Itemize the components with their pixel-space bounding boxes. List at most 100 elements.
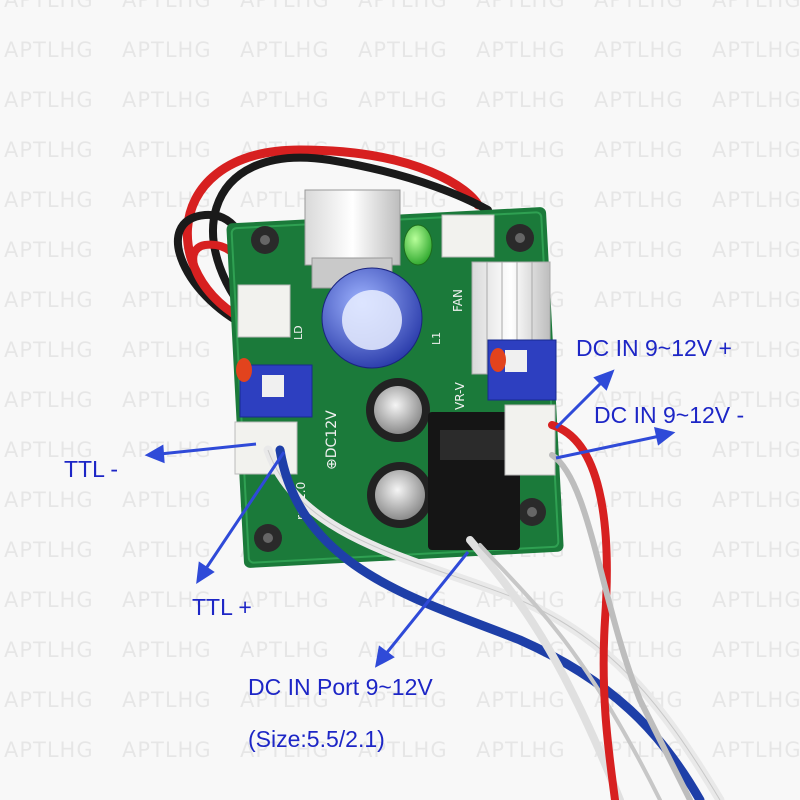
watermark-text: APTLHG: [712, 538, 800, 562]
label-dc-port: DC IN Port 9~12V: [248, 674, 433, 700]
watermark-text: APTLHG: [122, 138, 212, 162]
silkscreen-dc12v: ⊕DC12V: [324, 410, 340, 470]
watermark-text: APTLHG: [4, 38, 94, 62]
silkscreen-vr-v: VR-V: [453, 381, 467, 410]
red-led-left: [236, 358, 252, 382]
watermark-text: APTLHG: [594, 338, 684, 362]
watermark-text: APTLHG: [4, 638, 94, 662]
watermark-text: APTLHG: [594, 388, 684, 412]
watermark-text: APTLHG: [240, 738, 330, 762]
watermark-text: APTLHG: [4, 688, 94, 712]
watermark-text: APTLHG: [4, 388, 94, 412]
ld-connector: [237, 284, 291, 338]
watermark-text: APTLHG: [122, 338, 212, 362]
watermark-text: APTLHG: [712, 738, 800, 762]
watermark-text: APTLHG: [712, 588, 800, 612]
watermark-text: APTLHG: [594, 38, 684, 62]
power-red-wire: [548, 421, 619, 800]
watermark-text: APTLHG: [712, 88, 800, 112]
watermark-text: APTLHG: [122, 288, 212, 312]
watermark-text: APTLHG: [712, 238, 800, 262]
watermark-text: APTLHG: [4, 188, 94, 212]
watermark-text: APTLHG: [122, 738, 212, 762]
watermark-text: APTLHG: [712, 488, 800, 512]
watermark-text: APTLHG: [476, 138, 566, 162]
callout-arrows: [144, 369, 676, 668]
arrow-ttl-minus: [159, 442, 257, 456]
label-dc-port-size: (Size:5.5/2.1): [248, 726, 385, 752]
black-wire-loop: [209, 153, 492, 334]
watermark-text: APTLHG: [358, 88, 448, 112]
regulator-heatsink: [304, 189, 401, 266]
watermark-text: APTLHG: [358, 0, 448, 12]
power-black-wire: [549, 452, 693, 800]
watermark-text: APTLHG: [240, 688, 330, 712]
arrow-dc-in-minus: [555, 434, 661, 460]
green-led: [403, 224, 433, 266]
watermark-text: APTLHG: [712, 338, 800, 362]
watermark-text: APTLHG: [594, 138, 684, 162]
watermark-text: APTLHG: [712, 188, 800, 212]
silkscreen-fan: FAN: [451, 289, 465, 312]
dc-white-wire: [466, 536, 624, 800]
watermark-text: APTLHG: [122, 588, 212, 612]
power-connector: [504, 404, 556, 476]
watermark-text: APTLHG: [122, 488, 212, 512]
watermark-text: APTLHG: [712, 138, 800, 162]
watermark-text: APTLHG: [240, 88, 330, 112]
watermark-text: APTLHG: [4, 238, 94, 262]
watermark-text: APTLHG: [712, 688, 800, 712]
watermark-text: APTLHG: [4, 488, 94, 512]
watermark-text: APTLHG: [358, 688, 448, 712]
watermark-text: APTLHG: [4, 538, 94, 562]
watermark-text: APTLHG: [712, 288, 800, 312]
label-dc-in-minus: DC IN 9~12V -: [594, 402, 745, 428]
watermark-text: APTLHG: [4, 738, 94, 762]
watermark-text: APTLHG: [476, 0, 566, 12]
watermark-text: APTLHG: [4, 588, 94, 612]
arrow-dc-in-plus: [554, 378, 606, 430]
watermark-text: APTLHG: [122, 688, 212, 712]
watermark-text: APTLHG: [240, 38, 330, 62]
red-led-right: [490, 348, 506, 372]
watermark-text: APTLHG: [4, 338, 94, 362]
fan-connector: [441, 214, 495, 258]
watermark-text: APTLHG: [122, 388, 212, 412]
watermark-text: APTLHG: [594, 238, 684, 262]
dc-black-stripe: [478, 543, 662, 800]
watermark-text: APTLHG: [240, 0, 330, 12]
watermark-text: APTLHG: [4, 288, 94, 312]
watermark-text: APTLHG: [122, 0, 212, 12]
watermark-text: APTLHG: [712, 388, 800, 412]
watermark-text: APTLHG: [594, 0, 684, 12]
watermark-text: APTLHG: [712, 0, 800, 12]
watermark-text: APTLHG: [594, 288, 684, 312]
watermark-text: APTLHG: [122, 88, 212, 112]
watermark-text: APTLHG: [122, 538, 212, 562]
label-ttl-plus: TTL +: [192, 594, 252, 620]
watermark-text: APTLHG: [594, 488, 684, 512]
watermark-text: APTLHG: [4, 0, 94, 12]
watermark-text: APTLHG: [240, 638, 330, 662]
silkscreen-l1: L1: [430, 332, 443, 345]
watermark-text: APTLHG: [358, 738, 448, 762]
watermark-text: APTLHG: [712, 638, 800, 662]
watermark-text: APTLHG: [122, 38, 212, 62]
silkscreen-ld: LD: [292, 325, 305, 340]
watermark-text: APTLHG: [594, 188, 684, 212]
watermark-text: APTLHG: [476, 688, 566, 712]
watermark-text: APTLHG: [4, 88, 94, 112]
arrow-ttl-plus: [203, 451, 286, 571]
label-dc-in-plus: DC IN 9~12V +: [576, 335, 732, 361]
watermark-text: APTLHG: [712, 438, 800, 462]
watermark-text: APTLHG: [240, 588, 330, 612]
watermark-text: APTLHG: [476, 38, 566, 62]
watermark-text: APTLHG: [358, 38, 448, 62]
watermark-text: APTLHG: [594, 88, 684, 112]
arrow-dc-port: [383, 551, 470, 656]
watermark-text: APTLHG: [358, 638, 448, 662]
watermark-text: APTLHG: [476, 88, 566, 112]
watermark-text: APTLHG: [712, 38, 800, 62]
